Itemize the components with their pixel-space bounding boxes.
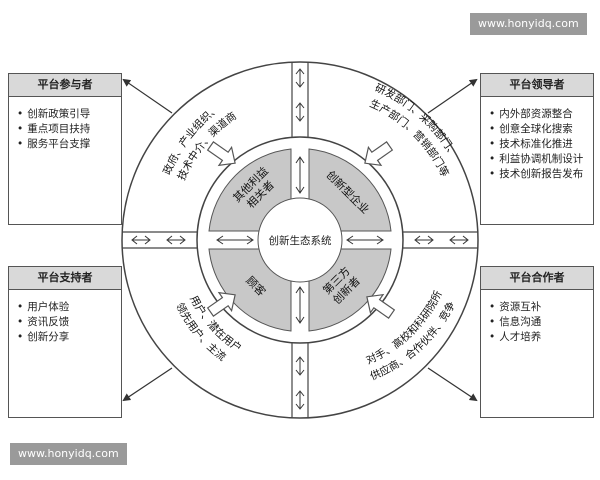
list-item: 服务平台支撑 xyxy=(17,137,121,152)
center-label: 创新生态系统 xyxy=(269,234,332,247)
supporters-list: 用户体验 资讯反馈 创新分享 xyxy=(9,290,121,353)
list-item: 人才培养 xyxy=(489,330,593,345)
connector-arrow-top-right xyxy=(427,78,478,114)
partners-list: 资源互补 信息沟通 人才培养 xyxy=(481,290,593,353)
outer-ring xyxy=(121,61,479,419)
leaders-box: 平台领导者 内外部资源整合 创意全球化搜索 技术标准化推进 利益协调机制设计 技… xyxy=(480,73,594,225)
connector-arrow-top-left xyxy=(122,78,173,114)
list-item: 内外部资源整合 xyxy=(489,107,593,122)
list-item: 创意全球化搜索 xyxy=(489,122,593,137)
list-item: 信息沟通 xyxy=(489,315,593,330)
connector-arrows xyxy=(122,78,478,402)
watermark-bottom: www.honyidq.com xyxy=(10,443,127,465)
connector-arrow-bottom-right xyxy=(427,367,478,402)
list-item: 资讯反馈 xyxy=(17,315,121,330)
leaders-title: 平台领导者 xyxy=(481,74,593,97)
block-arrows xyxy=(206,141,396,319)
partners-title: 平台合作者 xyxy=(481,267,593,290)
block-arrow-bottom-left xyxy=(206,291,236,317)
block-arrow-top-left xyxy=(206,141,236,167)
supporters-title: 平台支持者 xyxy=(9,267,121,290)
block-arrow-bottom-right xyxy=(366,293,396,319)
list-item: 技术创新报告发布 xyxy=(489,167,593,182)
connector-arrow-bottom-left xyxy=(122,367,173,402)
center-circle xyxy=(257,197,343,283)
block-arrow-top-right xyxy=(364,141,394,167)
participants-list: 创新政策引导 重点项目扶持 服务平台支撑 xyxy=(9,97,121,160)
quadrant-arrows xyxy=(216,156,384,324)
list-item: 技术标准化推进 xyxy=(489,137,593,152)
participants-title: 平台参与者 xyxy=(9,74,121,97)
leaders-list: 内外部资源整合 创意全球化搜索 技术标准化推进 利益协调机制设计 技术创新报告发… xyxy=(481,97,593,190)
list-item: 创新分享 xyxy=(17,330,121,345)
supporters-box: 平台支持者 用户体验 资讯反馈 创新分享 xyxy=(8,266,122,418)
list-item: 用户体验 xyxy=(17,300,121,315)
list-item: 利益协调机制设计 xyxy=(489,152,593,167)
watermark-top: www.honyidq.com xyxy=(470,13,587,35)
list-item: 创新政策引导 xyxy=(17,107,121,122)
list-item: 资源互补 xyxy=(489,300,593,315)
partners-box: 平台合作者 资源互补 信息沟通 人才培养 xyxy=(480,266,594,418)
list-item: 重点项目扶持 xyxy=(17,122,121,137)
participants-box: 平台参与者 创新政策引导 重点项目扶持 服务平台支撑 xyxy=(8,73,122,225)
inner-ring xyxy=(196,136,404,344)
divider-arrows xyxy=(131,68,469,410)
